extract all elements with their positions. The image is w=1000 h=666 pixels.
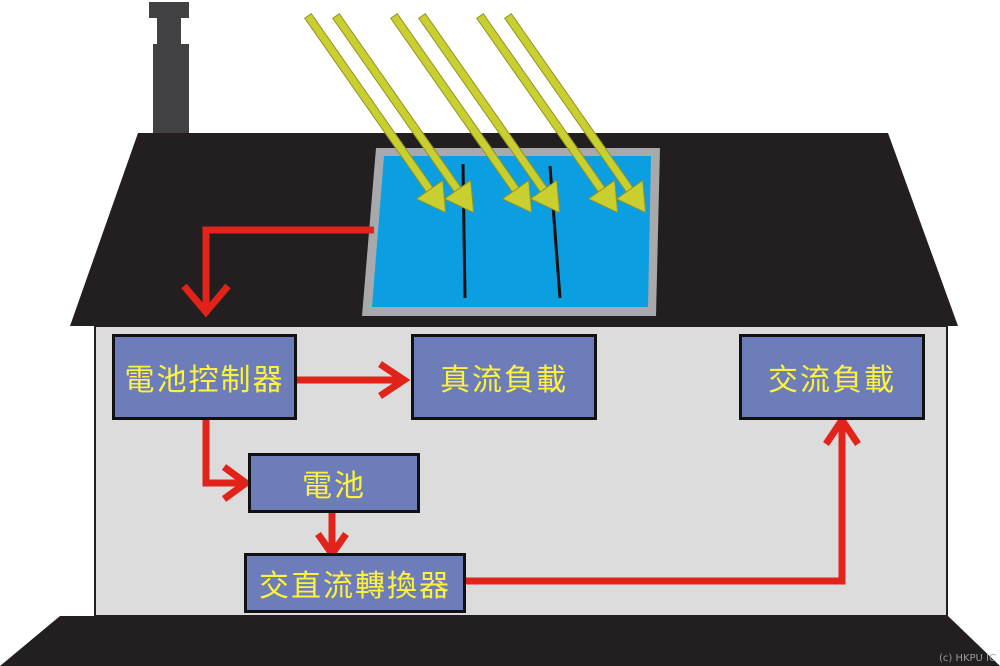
- arrow-controller-to-dc-load-head: [378, 361, 411, 399]
- sun-ray: [332, 13, 475, 214]
- sun-rays: [304, 13, 647, 214]
- node-battery: 電池: [248, 453, 420, 513]
- sun-ray: [304, 13, 447, 214]
- arrow-panel-to-controller: [202, 226, 374, 310]
- sun-ray: [476, 13, 619, 214]
- arrow-inverter-to-ac-load-head: [823, 413, 861, 446]
- arrow-controller-to-battery: [202, 420, 244, 487]
- sun-ray: [390, 13, 533, 214]
- ground: [0, 616, 1000, 666]
- chimney-cap: [149, 2, 189, 18]
- sun-ray: [504, 13, 647, 214]
- node-inverter: 交直流轉換器: [244, 553, 466, 613]
- arrow-inverter-to-ac-load: [466, 426, 846, 585]
- node-ac-load: 交流負載: [739, 334, 925, 420]
- arrow-panel-to-controller-head: [181, 283, 231, 318]
- arrow-controller-to-battery-head: [221, 464, 252, 502]
- chimney: [153, 44, 189, 140]
- sun-ray: [418, 13, 561, 214]
- credit-text: (c) HKPU IC: [938, 653, 996, 664]
- node-battery-controller: 電池控制器: [112, 334, 297, 420]
- node-dc-load: 真流負載: [411, 334, 597, 420]
- chimney-neck: [157, 18, 181, 46]
